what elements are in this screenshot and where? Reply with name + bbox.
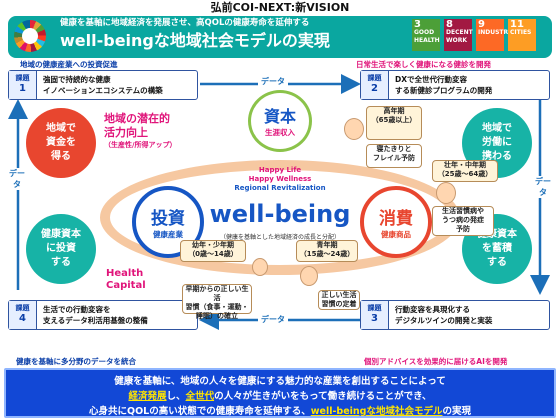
task-3-line2: デジタルツインの開発と実装	[395, 316, 493, 325]
statement-line1: 健康を基軸に、地域の人々を健康にする魅力的な産業を創出することによって	[114, 376, 446, 387]
wellbeing-note: （健康を基軸とした地域経済の成長と分配）	[219, 234, 340, 241]
child-figure-icon	[252, 258, 268, 276]
banner-main-title: well-beingな地域社会モデルの実現	[60, 31, 330, 50]
page-title: 弘前COI-NEXT:新VISION	[210, 1, 350, 14]
data-label-left: データ	[6, 168, 28, 190]
youth-figure-icon	[300, 266, 318, 286]
banner-subtitle: 健康を基軸に地域経済を発展させ、高QOLの健康寿命を延伸する	[60, 18, 310, 28]
capital-badge: 資本 生涯収入	[248, 90, 312, 152]
child-card: 幼年・少年期（0歳～14歳）	[180, 240, 246, 262]
elderly-figure-icon	[344, 118, 364, 140]
data-label-right: データ	[532, 176, 554, 198]
sdg-wheel-center	[22, 28, 38, 44]
consumption-badge: 消費 健康商品	[360, 186, 432, 258]
task-2-line2: する新健診プログラムの開発	[395, 86, 493, 95]
circle-gain-funds: 地域で資金を得る	[26, 108, 96, 178]
youth-card: 青年期（15歳～24歳）	[296, 240, 358, 262]
happy-slogan: Happy Life Happy Wellness Regional Revit…	[214, 166, 346, 193]
task-4-line1: 生活での行動変容を	[43, 305, 111, 314]
elderly-desc: 寝たきりとフレイル予防	[366, 144, 422, 168]
potential-line2: 活力向上	[104, 126, 148, 139]
elderly-card: 高年期（65歳以上）	[366, 106, 422, 140]
happy-line1: Happy Life	[258, 166, 302, 174]
happy-line3: Regional Revitalization	[234, 184, 326, 192]
wellbeing-word: well-being	[209, 200, 351, 228]
circle-invest-health-capital: 健康資本に投資する	[26, 214, 96, 284]
task-1-line2: イノベーションエコシステムの構築	[43, 86, 163, 95]
task-3-line1: 行動変容を具現化する	[395, 305, 470, 314]
task-1-line1: 強固で持続的な健康	[43, 75, 111, 84]
child-desc: 早期からの正しい生活習慣（食事・運動・睡眠）の確立	[182, 284, 252, 320]
health-capital-label: Health Capital	[106, 268, 146, 291]
task-2-line1: DXで全世代行動変容	[395, 75, 468, 84]
task-4-line2: 支えるデータ利活用基盤の整備	[43, 316, 148, 325]
youth-desc: 正しい生活習慣の定着	[318, 290, 360, 310]
caption-top-left: 地域の健康産業への投資促進	[20, 60, 118, 69]
potential-line1: 地域の潜在的	[104, 112, 170, 125]
caption-bottom-right: 個別アドバイスを効果的に届けるAIを開発	[364, 357, 508, 366]
data-label-top: データ	[258, 76, 288, 87]
regional-potential: 地域の潜在的 活力向上 （生産性/所得アップ）	[104, 112, 224, 150]
caption-bottom-left: 健康を基軸に多分野のデータを統合	[16, 357, 136, 366]
prime-desc: 生活習慣病やうつ病の発症予防	[432, 206, 494, 236]
statement-line3: 心身共にQOLの高い状態での健康寿命を延伸する、well-beingな地域社会モ…	[89, 406, 471, 417]
happy-line2: Happy Wellness	[248, 175, 312, 183]
prime-figure-icon	[436, 182, 456, 204]
data-label-bottom: データ	[258, 314, 288, 325]
prime-card: 壮年・中年期（25歳～64歳）	[432, 160, 498, 182]
statement-line2: 経済発展し、全世代の人々が生きがいをもって働き続けることができ、	[128, 391, 432, 402]
potential-sub: （生産性/所得アップ）	[104, 141, 177, 149]
vision-statement-box: 健康を基軸に、地域の人々を健康にする魅力的な産業を創出することによって 経済発展…	[4, 368, 556, 418]
caption-top-right: 日常生活で楽しく健康になる健診を開発	[356, 60, 491, 69]
